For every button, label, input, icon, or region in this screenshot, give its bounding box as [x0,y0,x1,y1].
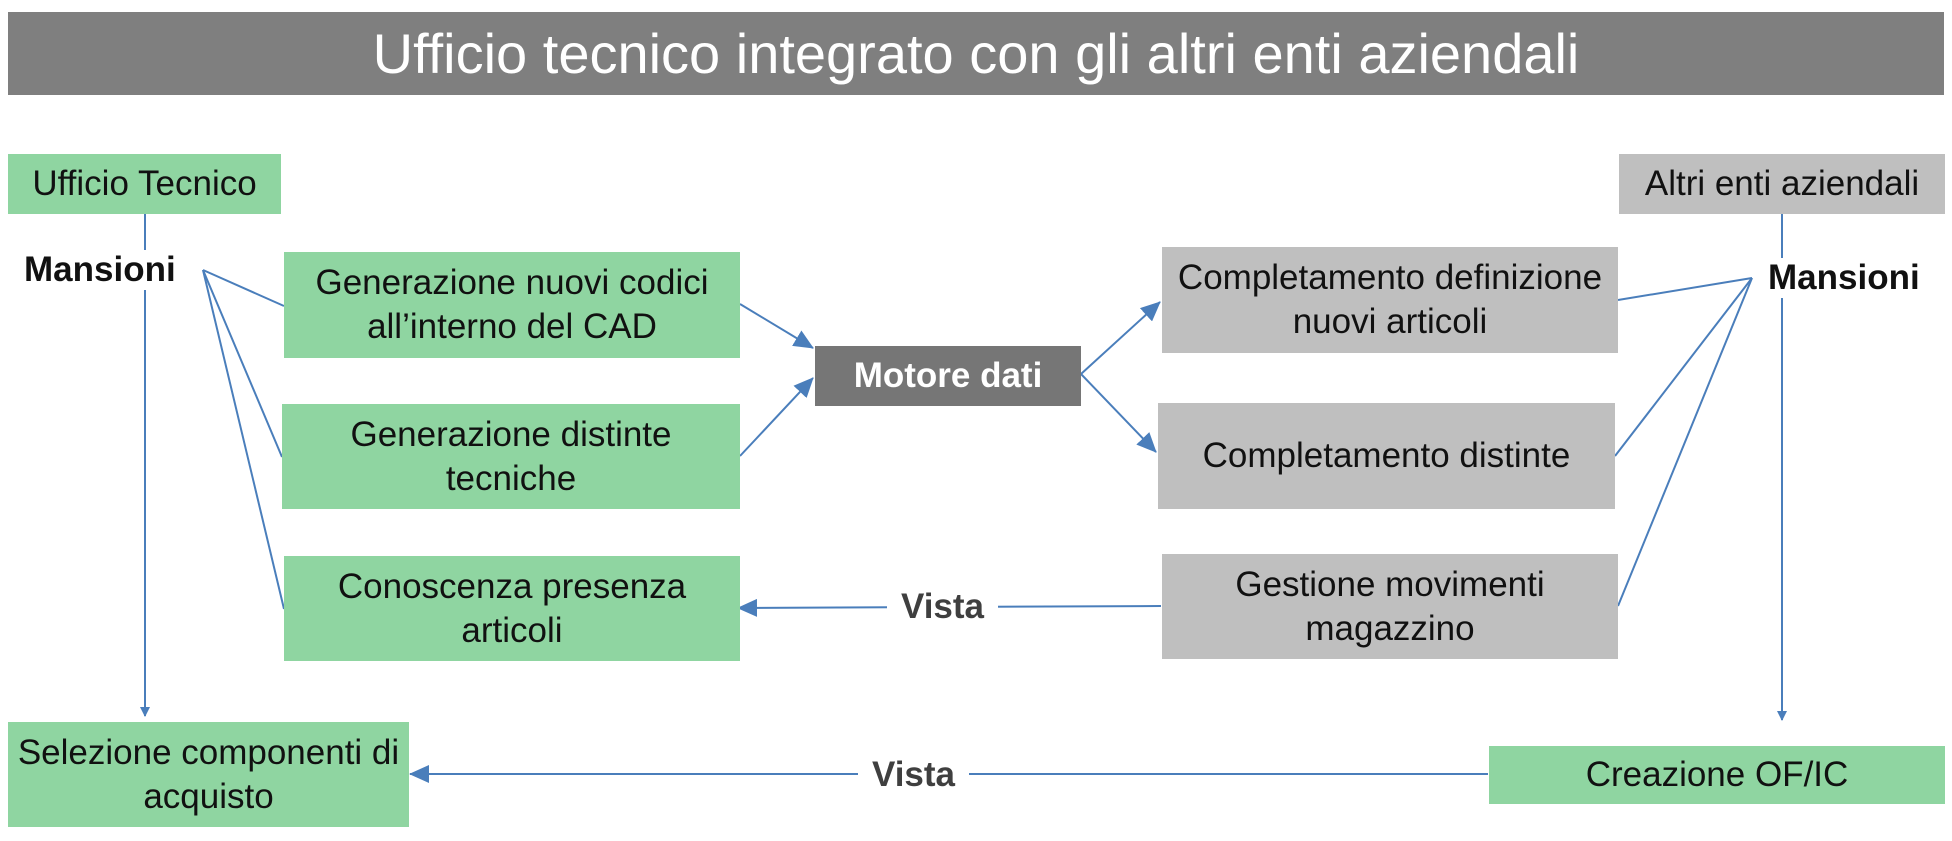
right-task-article-definition: Completamento definizione nuovi articoli [1162,247,1618,353]
engine-to-right-task2-arrow [1080,373,1157,453]
left-mansioni-line-3 [202,269,285,610]
left-mansioni-line-2 [202,269,283,458]
ufficio-tecnico-header: Ufficio Tecnico [8,154,281,214]
right-bottom-of-ic-creation: Creazione OF/IC [1489,746,1945,804]
task1-to-engine-arrow [739,303,814,349]
left-mansioni-line-1 [202,269,285,307]
right-task-bom-completion: Completamento distinte [1158,403,1615,509]
left-task-new-codes: Generazione nuovi codici all’interno del… [284,252,740,358]
engine-to-right-task1-arrow [1080,301,1161,375]
vista-bottom-label: Vista [858,755,970,795]
right-mansioni-line-1 [1617,277,1753,301]
motore-dati-box: Motore dati [815,346,1081,406]
right-mansioni-line-2 [1614,277,1753,457]
altri-enti-header: Altri enti aziendali [1619,154,1945,214]
left-task-bom-generation: Generazione distinte tecniche [282,404,740,509]
right-task-warehouse-movements: Gestione movimenti magazzino [1162,554,1618,659]
right-mansioni-line-3 [1617,277,1753,607]
vista-middle-label: Vista [887,587,999,627]
left-task-article-knowledge: Conoscenza presenza articoli [284,556,740,661]
task2-to-engine-arrow [739,377,814,457]
left-bottom-purchase-selection: Selezione componenti di acquisto [8,722,409,827]
page-title: Ufficio tecnico integrato con gli altri … [8,12,1944,95]
left-mansioni-label: Mansioni [18,250,182,290]
right-mansioni-label: Mansioni [1762,258,1926,298]
